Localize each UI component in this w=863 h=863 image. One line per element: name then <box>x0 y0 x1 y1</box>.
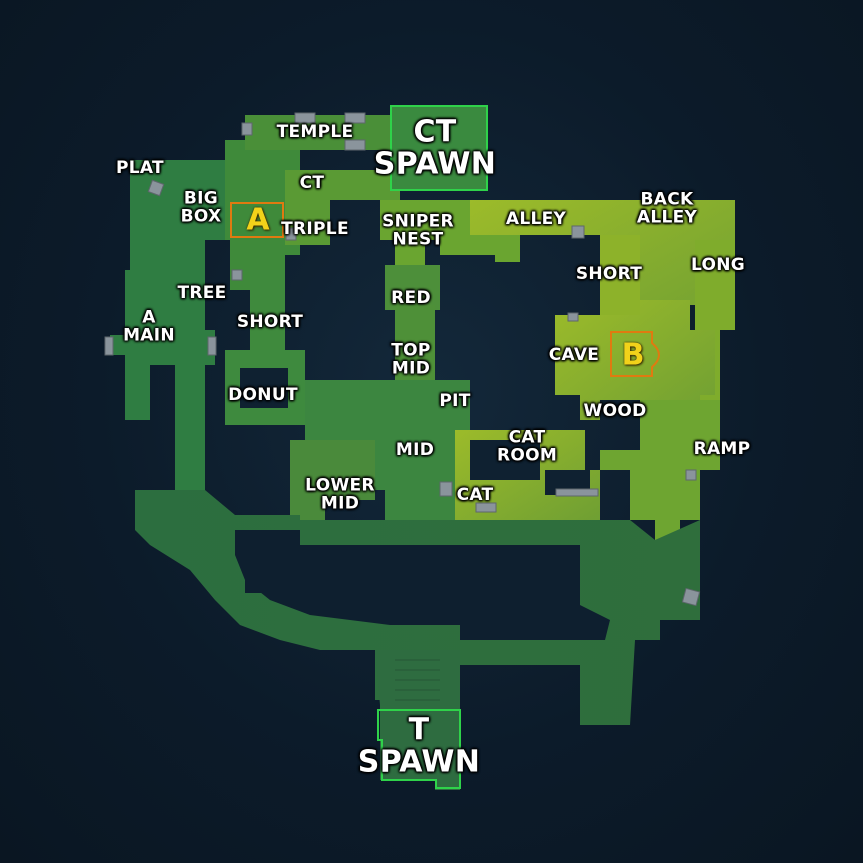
ct-spawn-outline <box>390 105 488 191</box>
callout-pit: PIT <box>439 390 471 411</box>
floor-areas <box>110 105 735 790</box>
area-ct <box>285 170 400 245</box>
site-b-label: B <box>621 337 645 373</box>
area-back-alley <box>470 200 735 345</box>
callout-tree: TREE <box>177 282 227 303</box>
area-mid-connector <box>305 380 470 520</box>
callout-short-a: SHORT <box>236 311 304 332</box>
area-b-site <box>555 300 715 420</box>
area-small-room <box>245 565 285 593</box>
b-site-outline <box>610 331 660 377</box>
area-ramp <box>600 400 720 540</box>
callout-mid: MID <box>395 439 435 460</box>
callout-ct: CT <box>299 172 325 193</box>
area-donut-hole <box>240 368 288 408</box>
area-top-mid <box>395 305 435 385</box>
area-temple <box>245 115 390 150</box>
callout-long: LONG <box>690 254 746 275</box>
area-cat-room-hole <box>470 440 540 480</box>
stairs <box>395 659 440 701</box>
callout-ramp: RAMP <box>693 438 751 459</box>
callout-short-b: SHORT <box>575 263 643 284</box>
callout-donut: DONUT <box>228 384 298 405</box>
crates <box>104 112 701 607</box>
callout-alley: ALLEY <box>505 208 567 229</box>
t-spawn-outline <box>377 709 461 789</box>
area-t-spawn-floor <box>375 650 460 790</box>
callout-cave: CAVE <box>548 344 600 365</box>
callout-wood: WOOD <box>583 400 647 421</box>
area-lower-mid <box>290 440 375 520</box>
callout-cat: CAT <box>456 484 494 505</box>
area-short-a <box>250 270 285 360</box>
area-red <box>385 265 440 310</box>
area-b-short <box>600 235 640 315</box>
site-a-label: A <box>246 202 270 238</box>
area-plat <box>110 160 225 490</box>
callout-plat: PLAT <box>116 157 164 178</box>
callout-triple: TRIPLE <box>281 218 349 239</box>
a-site-outline <box>230 202 284 238</box>
area-ct-spawn <box>390 105 488 190</box>
callout-temple: TEMPLE <box>276 121 354 142</box>
area-a-site <box>225 140 300 300</box>
area-t-hole <box>235 530 610 640</box>
callout-red: RED <box>391 287 431 308</box>
